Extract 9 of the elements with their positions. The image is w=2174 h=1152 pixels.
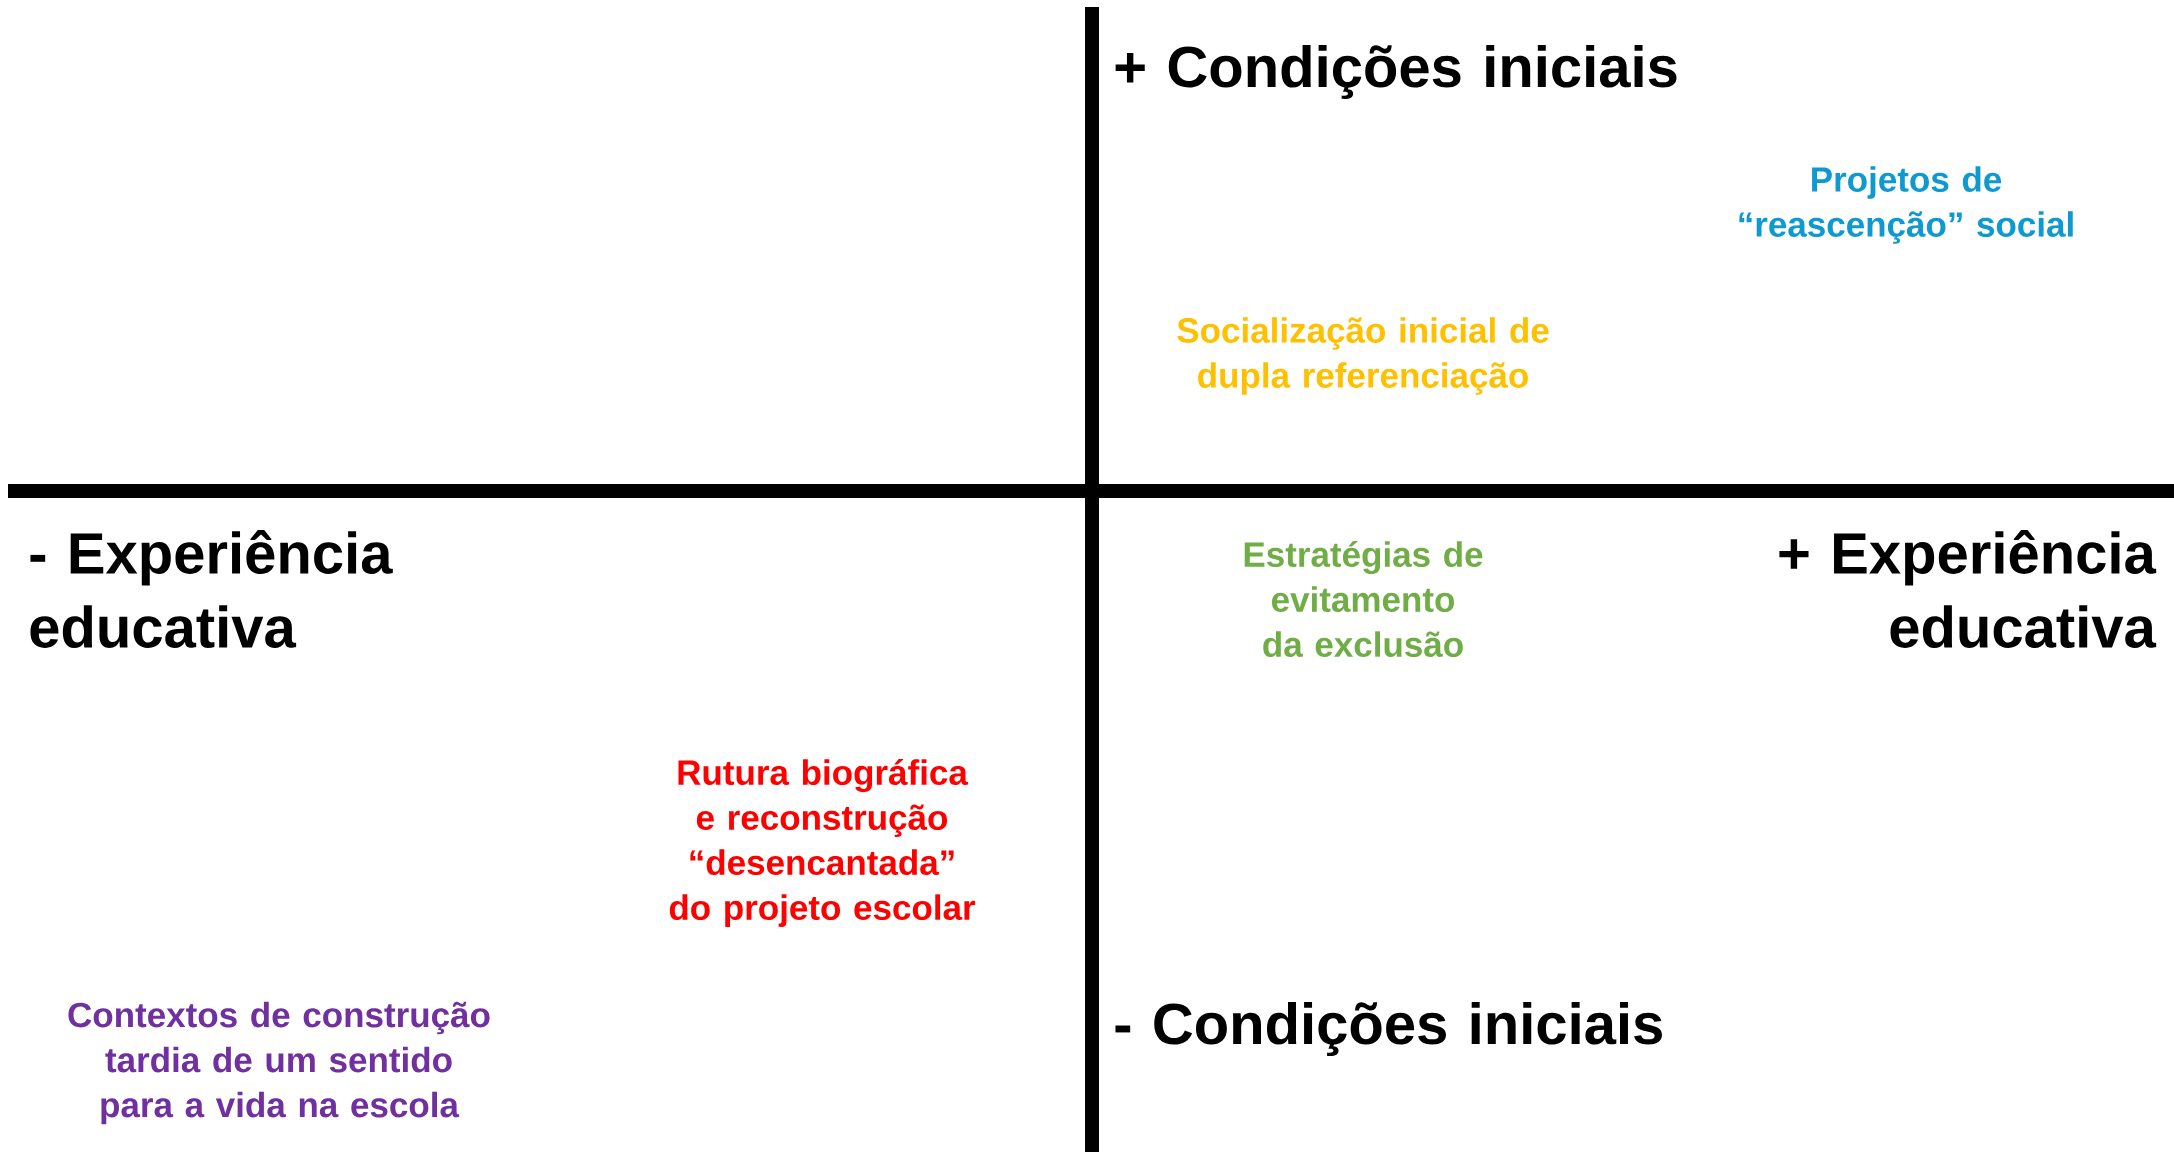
quadrant-label: Projetos de “reascenção” social (1739, 166, 2073, 244)
quadrant-label: Rutura biográfica e reconstrução “desencantada” do projeto escolar (669, 759, 976, 927)
axis-label: + Condições iniciais (1115, 44, 1677, 100)
axis-label: + Experiência educativa (1779, 530, 2157, 648)
axis-label: - Condições iniciais (1115, 1002, 1662, 1057)
quadrant-label: Estratégias de evitamento da exclusão (1244, 541, 1483, 657)
axis-label: - Experiência educativa (30, 530, 393, 648)
quadrant-label: Contextos de construção tardia de um sentido para a vida na escola (68, 1001, 490, 1125)
quadrant-label: Socialização inicial de dupla referenciação (1177, 317, 1549, 395)
